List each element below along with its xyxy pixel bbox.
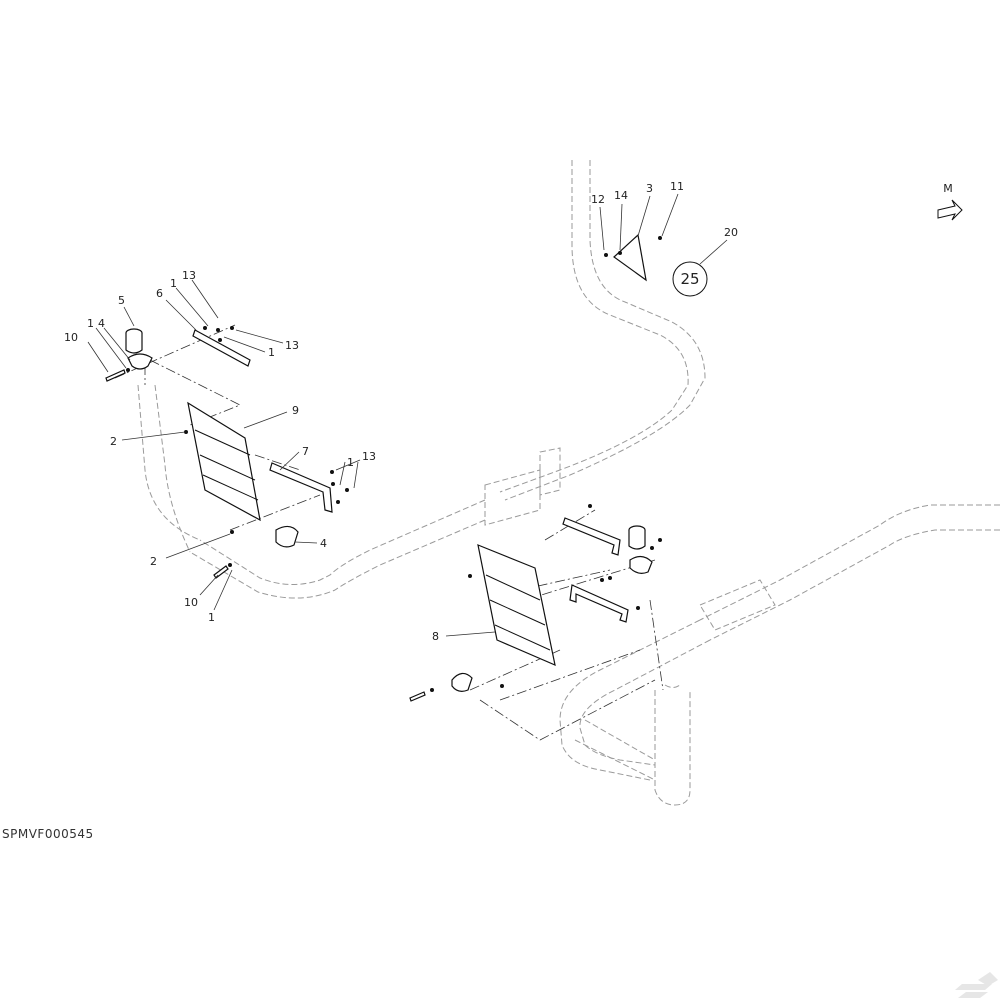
callouts: 10 1 4 5 6 1 13 13 1 9 2 7 13 1 2 4 10 1… <box>64 180 738 643</box>
bracket-right-lower <box>569 584 629 623</box>
callout-2: 2 <box>150 555 157 568</box>
callout-2: 2 <box>110 435 117 448</box>
tube-frame <box>137 160 1000 806</box>
callout-1: 1 <box>170 277 177 290</box>
bracket-right-upper <box>562 517 621 556</box>
callout-8: 8 <box>432 630 439 643</box>
callout-1: 1 <box>87 317 94 330</box>
reflector-group: 25 <box>604 233 708 297</box>
reflector-triangle <box>613 233 647 282</box>
quantity-badge-text: 25 <box>680 270 699 288</box>
left-assembly <box>105 324 349 579</box>
callout-10: 10 <box>64 331 78 344</box>
brand-logo <box>955 972 998 998</box>
warning-plate-right <box>477 544 556 667</box>
callout-1: 1 <box>347 456 354 469</box>
callout-13: 13 <box>285 339 299 352</box>
callout-14: 14 <box>614 189 628 202</box>
warning-plate-left <box>187 401 261 522</box>
drawing-code: SPMVF000545 <box>2 827 94 841</box>
leader-lines <box>87 193 728 637</box>
callout-4: 4 <box>320 537 327 550</box>
callout-10: 10 <box>184 596 198 609</box>
quantity-badge <box>672 261 708 297</box>
tube-clamp-upper <box>127 353 153 370</box>
callout-11: 11 <box>670 180 684 193</box>
bolt-upper <box>105 369 126 382</box>
bolt-right-lower <box>409 691 426 702</box>
callout-20: 20 <box>724 226 738 239</box>
view-marker: M <box>937 182 963 221</box>
callout-13: 13 <box>362 450 376 463</box>
tube-clamp-lower <box>275 525 299 548</box>
callout-12: 12 <box>591 193 605 206</box>
view-marker-letter: M <box>943 182 953 195</box>
callout-6: 6 <box>156 287 163 300</box>
callout-5: 5 <box>118 294 125 307</box>
callout-3: 3 <box>646 182 653 195</box>
tube-clamp-right-lower <box>451 672 473 692</box>
tube-clamp-right <box>629 555 653 574</box>
callout-9: 9 <box>292 404 299 417</box>
beacon-light-right <box>628 525 646 550</box>
callout-13: 13 <box>182 269 196 282</box>
view-arrow-icon <box>937 199 963 221</box>
beacon-light <box>125 328 143 354</box>
callout-4: 4 <box>98 317 105 330</box>
bracket-lower <box>269 462 333 513</box>
callout-1: 1 <box>208 611 215 624</box>
callout-7: 7 <box>302 445 309 458</box>
right-assembly <box>409 504 664 741</box>
bracket-upper <box>192 329 251 367</box>
callout-1: 1 <box>268 346 275 359</box>
